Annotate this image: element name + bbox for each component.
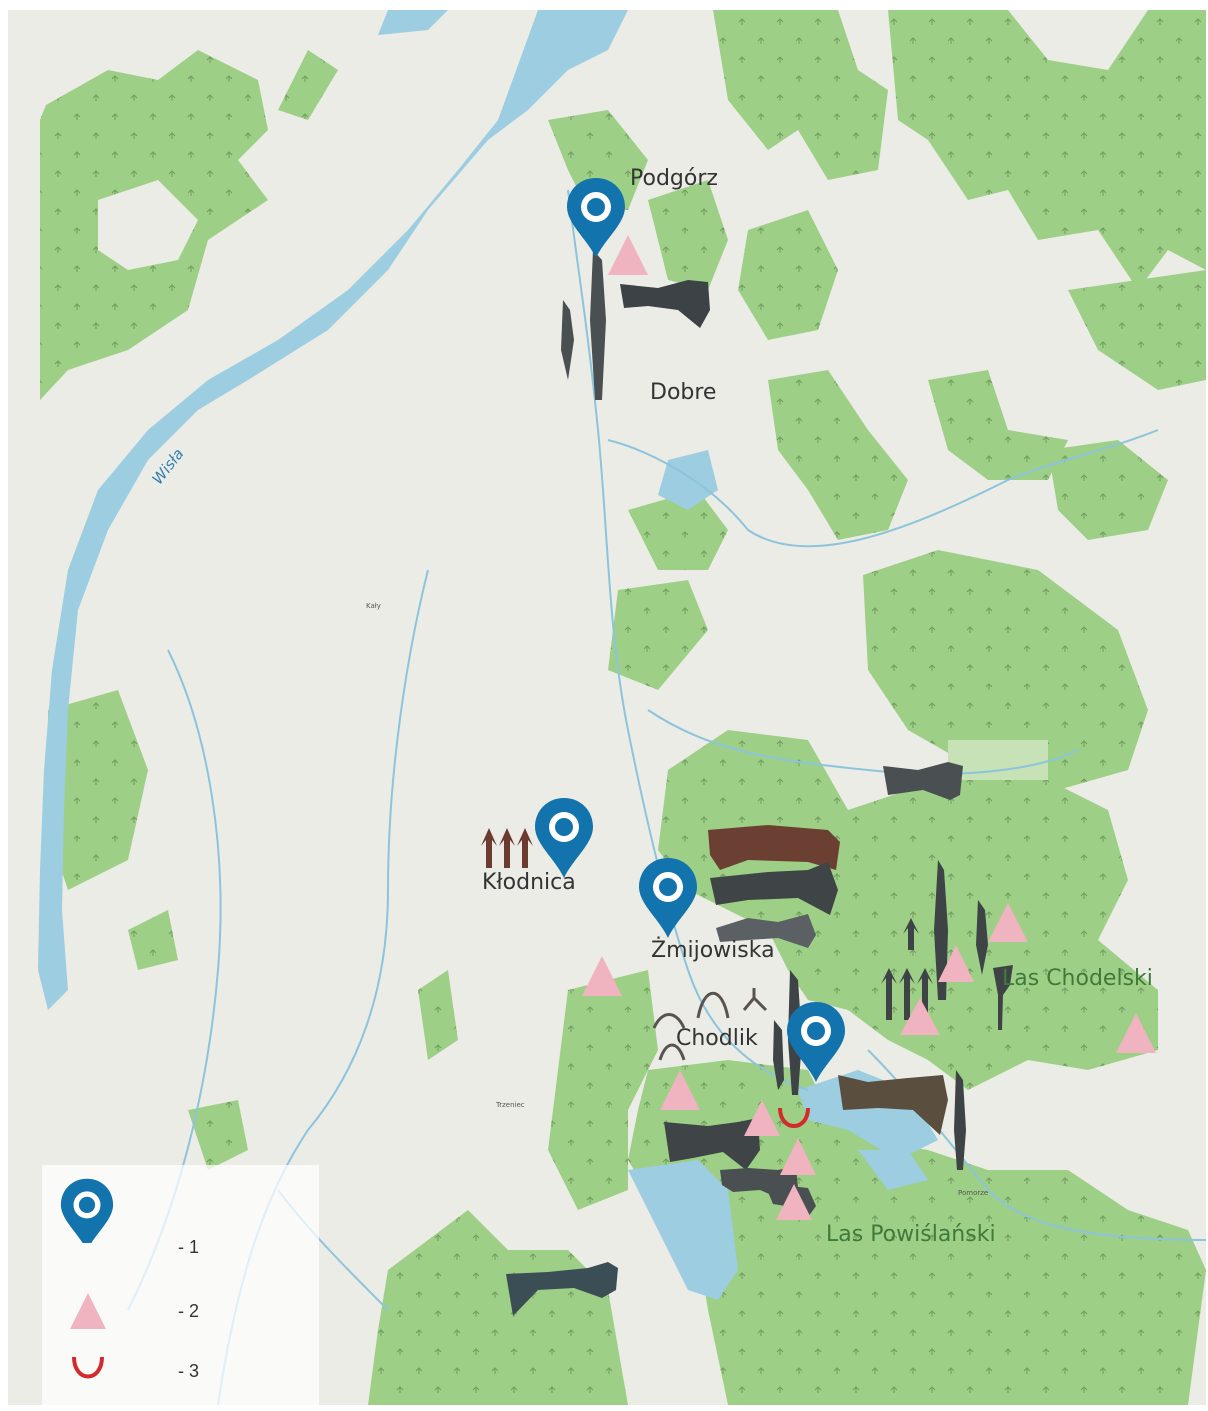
forest-areas: [40, 10, 1206, 1405]
pink-triangle-icon: [938, 945, 974, 982]
pink-triangle-icon: [780, 1138, 816, 1175]
label-las-chodelski: Las Chodelski: [1002, 966, 1153, 991]
red-horseshoe-icon: [72, 1356, 104, 1379]
label-trzeniec: Trzeniec: [496, 1101, 525, 1109]
pink-triangle-icon: [608, 235, 648, 275]
legend-item-1: - 1: [42, 1173, 319, 1257]
map-legend: - 1 - 2 - 3: [42, 1165, 319, 1405]
legend-label-1: - 1: [178, 1237, 200, 1257]
label-kaly: Kały: [366, 602, 381, 610]
category-2-markers: [582, 235, 1156, 1220]
label-klodnica: Kłodnica: [482, 870, 576, 895]
pink-triangle-icon: [70, 1293, 106, 1329]
artifact-spearheads-chodlik: [773, 860, 1013, 1170]
pink-triangle-icon: [582, 956, 622, 996]
red-horseshoe-icon: [778, 1107, 810, 1128]
label-pomorze: Pomorze: [958, 1189, 989, 1197]
artifact-axes-zmijowiska: [708, 825, 840, 948]
artifact-spurs-chodlik: [652, 988, 768, 1061]
label-zmijowiska: Żmijowiska: [651, 938, 775, 963]
artifact-arrows-klodnica: [481, 828, 533, 868]
legend-label-3: - 3: [178, 1361, 200, 1381]
label-dobre: Dobre: [650, 380, 717, 405]
artifact-axe-podgorz: [620, 280, 710, 328]
pink-triangle-icon: [776, 1184, 812, 1220]
pink-triangle-icon: [660, 1070, 700, 1110]
artifact-arrows-las-chodelski: [881, 918, 933, 1020]
label-chodlik: Chodlik: [676, 1026, 758, 1051]
legend-item-3: - 3: [42, 1337, 319, 1407]
label-las-powislanski: Las Powiślański: [826, 1222, 996, 1247]
artifact-spearheads-podgorz: [561, 250, 606, 400]
pink-triangle-icon: [744, 1100, 780, 1136]
location-pin-icon: [60, 1178, 114, 1243]
artifact-axes-las-chodelski: [838, 762, 963, 1135]
legend-item-2: - 2: [42, 1277, 319, 1347]
pink-triangle-icon: [988, 903, 1028, 942]
pink-triangle-icon: [1116, 1013, 1156, 1053]
label-podgorz: Podgórz: [630, 166, 718, 191]
legend-label-2: - 2: [178, 1301, 200, 1321]
pink-triangle-icon: [900, 998, 940, 1035]
